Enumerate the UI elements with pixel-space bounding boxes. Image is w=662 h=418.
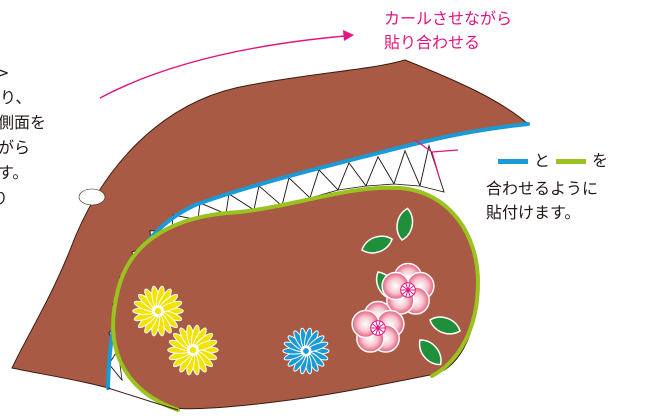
blue-chrysanthemum-icon [282,327,330,375]
plum-blossom-icon [351,300,405,353]
glue-tab [365,156,395,187]
leaf-icon [361,235,393,254]
left-clip-4: がら [0,138,31,157]
instruction-line2: 貼付けます。 [486,203,581,222]
left-clip-6: り [0,189,9,208]
instruction-line1: 合わせるように [486,179,599,198]
outer-bottom-edge [107,387,179,411]
plum-blossom-icon [381,262,435,315]
yellow-chrysanthemum-icon [167,324,219,376]
curl-arrow [99,35,346,99]
legend-row: とを [492,150,608,171]
green-legend-swatch [556,159,587,164]
left-clip-3: 側面を [0,113,47,132]
pointer-line-2 [431,151,441,181]
oval-hole [78,188,106,206]
leaf-icon [396,207,414,241]
left-clip-5: す。 [0,163,29,182]
glue-tab [393,149,421,187]
leaf-icon [429,316,461,335]
flower-decorations [132,207,461,376]
left-clip-1: > [0,63,10,82]
left-clip-2: り、 [0,88,32,107]
yellow-chrysanthemum-icon [132,285,184,337]
blue-legend-swatch [498,159,528,164]
legend-and: と [534,151,551,170]
glue-tab [309,169,339,199]
green-glue-line [111,185,481,412]
glue-tab [337,162,367,191]
curl-label-line1: カールさせながら [384,9,513,28]
curl-label-line2: 貼り合わせる [384,33,481,52]
curl-arrow-head [343,30,354,41]
leaf-icon [418,339,442,366]
legend-wo: を [592,151,609,170]
